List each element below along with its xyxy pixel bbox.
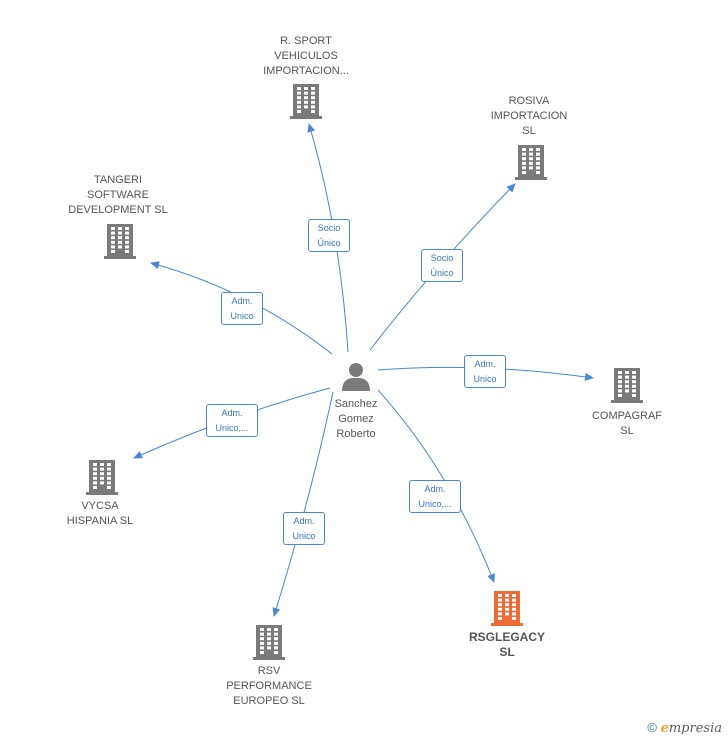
relation-label-line: Unico,... (215, 423, 249, 433)
building-icon-rsglegacy[interactable] (491, 591, 523, 626)
label-line: HISPANIA SL (66, 515, 134, 527)
edge-rsv (272, 391, 334, 617)
relation-label-line: Unico (292, 531, 316, 541)
label-line: RSV (257, 665, 281, 677)
label-line: VYCSA (81, 500, 119, 512)
building-icon-rsv[interactable] (253, 625, 285, 660)
relation-label-line: Unico,... (418, 499, 452, 509)
company-label-rosiva[interactable]: ROSIVA IMPORTACION SL (459, 94, 599, 139)
label-line: DEVELOPMENT SL (68, 204, 168, 216)
label-line: R. SPORT (280, 35, 332, 47)
relation-label-line: Unico (230, 311, 254, 321)
label-line: EUROPEO SL (233, 695, 305, 707)
building-icon-vycsa[interactable] (86, 460, 118, 495)
relation-label-vycsa[interactable]: Adm. Unico,... (206, 404, 258, 437)
relation-label-line: Socio (317, 223, 341, 233)
label-line: IMPORTACION (490, 110, 568, 122)
edge-rsglegacy (377, 389, 495, 583)
relation-label-line: Adm. (474, 359, 496, 369)
label-line: Gomez (338, 413, 374, 425)
company-label-vycsa[interactable]: VYCSA HISPANIA SL (30, 499, 170, 529)
company-label-tangeri[interactable]: TANGERI SOFTWARE DEVELOPMENT SL (48, 173, 188, 218)
relation-label-line: Único (317, 238, 341, 248)
copyright-icon: © (647, 720, 657, 735)
building-icon-r-sport[interactable] (290, 84, 322, 119)
building-icon-tangeri[interactable] (104, 224, 136, 259)
label-line: Sanchez (334, 398, 378, 410)
label-line: COMPAGRAF (591, 410, 663, 422)
relation-label-line: Unico (473, 374, 497, 384)
company-label-r-sport[interactable]: R. SPORT VEHICULOS IMPORTACION... (236, 34, 376, 79)
building-icon-compagraf[interactable] (611, 368, 643, 403)
relation-label-line: Socio (430, 253, 454, 263)
label-line: SOFTWARE (87, 189, 149, 201)
relation-label-line: Único (430, 268, 454, 278)
label-line: SL (522, 125, 536, 137)
company-label-compagraf[interactable]: COMPAGRAF SL (557, 409, 697, 439)
label-line: SL (620, 425, 634, 437)
label-line: SL (499, 645, 515, 659)
empresia-watermark[interactable]: © empresia (647, 720, 722, 736)
relation-label-rsglegacy[interactable]: Adm. Unico,... (409, 480, 461, 513)
relation-label-line: Adm. (221, 408, 243, 418)
label-line: IMPORTACION... (263, 65, 349, 77)
label-line: VEHICULOS (274, 50, 338, 62)
label-line: RSGLEGACY (468, 630, 545, 644)
relation-label-line: Adm. (293, 516, 315, 526)
label-line: PERFORMANCE (226, 680, 312, 692)
relation-label-compagraf[interactable]: Adm. Unico (464, 355, 506, 388)
label-line: Roberto (336, 428, 376, 440)
relation-label-tangeri[interactable]: Adm. Unico (221, 292, 263, 325)
building-icon-rosiva[interactable] (515, 145, 547, 180)
label-line: ROSIVA (508, 95, 550, 107)
relation-label-rsv[interactable]: Adm. Unico (283, 512, 325, 545)
company-label-rsv[interactable]: RSV PERFORMANCE EUROPEO SL (199, 664, 339, 709)
empresia-logo: empresia (660, 721, 722, 736)
relation-label-line: Adm. (231, 296, 253, 306)
label-line: TANGERI (93, 174, 143, 186)
person-icon[interactable] (342, 363, 370, 391)
relation-label-line: Adm. (424, 484, 446, 494)
